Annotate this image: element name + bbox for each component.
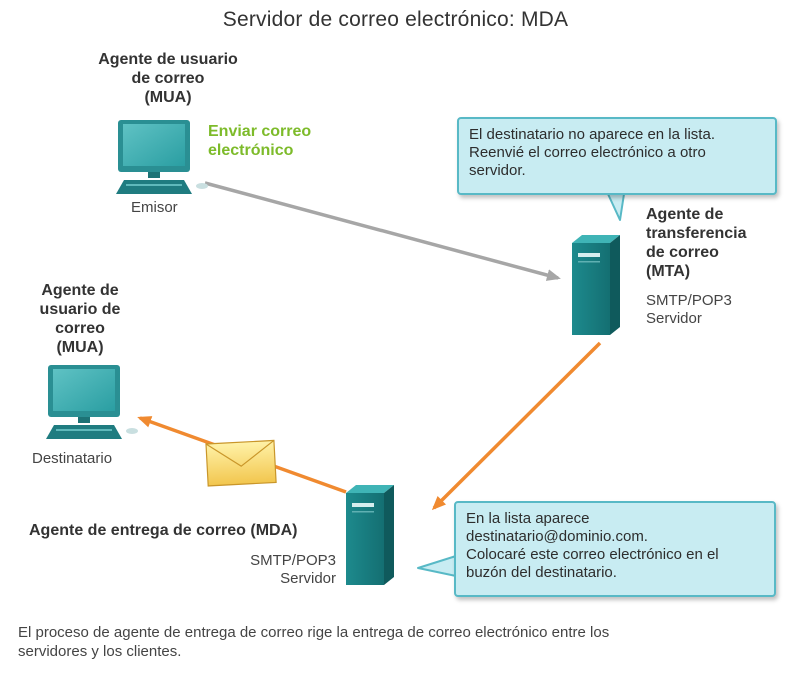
send-email-action-line: electrónico (208, 142, 294, 159)
mda-server-icon (346, 485, 394, 585)
recipient-computer-icon (46, 365, 138, 439)
sender-role-label: Emisor (131, 199, 178, 216)
mta-callout-tail (607, 193, 625, 221)
mta-agent-label: Agente de transferencia de correo (MTA) (646, 205, 747, 281)
caption: El proceso de agente de entrega de corre… (18, 623, 778, 661)
mta-server-icon (572, 235, 620, 335)
mda-server-type: Servidor (280, 570, 336, 587)
mda-callout: En la lista aparece destinatario@dominio… (454, 501, 776, 597)
sender-agent-label-line: Agente de usuario (98, 51, 238, 68)
forward-arrow (431, 341, 602, 511)
mta-server-info: SMTP/POP3 Servidor (646, 292, 732, 328)
mda-server-info: SMTP/POP3 Servidor (214, 552, 336, 588)
recipient-agent-label-line: Agente de (41, 282, 119, 299)
mda-callout-line: En la lista aparece (466, 510, 590, 527)
mta-agent-label-line: de correo (646, 244, 719, 261)
envelope-icon (205, 439, 277, 487)
mda-agent-label: Agente de entrega de correo (MDA) (29, 522, 298, 539)
sender-agent-label-line: (MUA) (144, 89, 192, 106)
mda-protocol: SMTP/POP3 (250, 552, 336, 569)
caption-line: servidores y los clientes. (18, 643, 182, 660)
mda-callout-tail (417, 555, 457, 577)
mta-callout-line: servidor. (469, 162, 526, 179)
recipient-agent-label-line: (MUA) (56, 339, 104, 356)
mda-callout-line: destinatario@dominio.com. (466, 528, 648, 545)
mta-agent-label-line: (MTA) (646, 263, 691, 280)
mta-server-type: Servidor (646, 310, 702, 327)
mta-protocol: SMTP/POP3 (646, 292, 732, 309)
send-email-action-line: Enviar correo (208, 123, 312, 140)
mda-callout-line: Colocaré este correo electrónico en el (466, 546, 719, 563)
send-arrow (204, 181, 561, 281)
caption-line: El proceso de agente de entrega de corre… (18, 624, 610, 641)
recipient-role-label: Destinatario (32, 450, 113, 467)
send-email-action: Enviar correo electrónico (208, 122, 311, 160)
page-title: Servidor de correo electrónico: MDA (222, 8, 569, 31)
mta-agent-label-line: transferencia (646, 225, 747, 242)
mta-agent-label-line: Agente de (646, 206, 724, 223)
mta-callout: El destinatario no aparece en la lista. … (457, 117, 777, 195)
sender-agent-label-line: de correo (131, 70, 205, 87)
mta-callout-line: Reenvié el correo electrónico a otro (469, 144, 706, 161)
recipient-agent-label-line: usuario de (39, 301, 121, 318)
recipient-agent-label-line: correo (55, 320, 105, 337)
sender-computer-icon (116, 120, 208, 194)
sender-agent-label: Agente de usuario de correo (MUA) (68, 50, 268, 107)
mta-callout-line: El destinatario no aparece en la lista. (469, 126, 715, 143)
recipient-agent-label: Agente de usuario de correo (MUA) (20, 281, 140, 357)
mda-callout-line: buzón del destinatario. (466, 564, 617, 581)
